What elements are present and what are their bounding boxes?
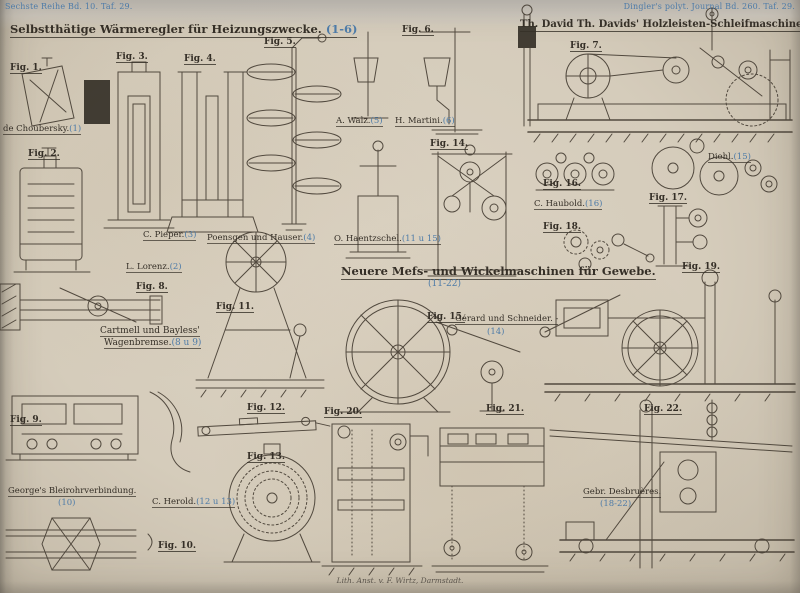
fig-16-label: Fig. 16. xyxy=(543,179,582,190)
caption-herold-text: C. Herold. xyxy=(152,497,197,507)
caption-pieper: C. Pieper.(3) xyxy=(143,230,197,241)
fig-1-label: Fig. 1. xyxy=(10,63,42,74)
caption-lorenz-ref: (2) xyxy=(169,262,182,272)
caption-haubold: C. Haubold.(16) xyxy=(534,199,603,210)
caption-martini-text: H. Martini. xyxy=(395,116,443,126)
title-waermeregler: Selbstthätige Wärmeregler für Heizungszw… xyxy=(10,22,358,38)
caption-gerard-ref: (14) xyxy=(487,327,505,337)
fig-10-drawing xyxy=(5,517,153,571)
fig-14-drawing xyxy=(423,144,521,277)
fig-3-drawing xyxy=(103,61,175,229)
title-waermeregler-text: Selbstthätige Wärmeregler für Heizungszw… xyxy=(10,22,322,36)
caption-desbrueres: Gebr. Desbruères. xyxy=(583,487,662,498)
fig-2-drawing xyxy=(13,147,91,273)
diehl-drawing xyxy=(651,138,778,196)
fig-1-drawing xyxy=(21,57,110,127)
caption-cartmell-line2: Wagenbremse.(8 u 9) xyxy=(104,338,202,349)
title-wickelmaschinen-ref: (11-22) xyxy=(428,279,461,289)
caption-diehl: Diehl.(15) xyxy=(708,152,751,163)
fig-18-label: Fig. 18. xyxy=(543,222,582,233)
header-left: Sechste Reihe Bd. 10. Taf. 29. xyxy=(5,2,133,11)
caption-walz: A. Walz.(5) xyxy=(336,116,383,127)
haentzschel-drawing xyxy=(345,140,411,259)
fig-5-drawing xyxy=(246,33,342,231)
caption-cartmell-line1: Cartmell und Bayless' xyxy=(100,326,200,337)
caption-haentzschel: O. Haentzschel.(11 u 15) xyxy=(334,234,441,245)
caption-herold-ref: (12 u 13) xyxy=(196,497,236,507)
fig-22-drawing xyxy=(549,399,795,569)
title-wickelmaschinen: Neuere Mefs- und Wickelmaschinen für Gew… xyxy=(341,264,656,280)
fig-13-drawing xyxy=(223,443,321,563)
caption-haubold-ref: (16) xyxy=(584,199,603,209)
caption-walz-ref: (5) xyxy=(370,116,383,126)
caption-haentzschel-text: O. Haentzschel. xyxy=(334,234,402,244)
fig-18-drawing xyxy=(563,229,655,271)
fig-21-label: Fig. 21. xyxy=(486,404,525,415)
fig-8-label: Fig. 8. xyxy=(136,282,168,293)
caption-diehl-text: Diehl. xyxy=(708,152,734,162)
title-waermeregler-ref: (1-6) xyxy=(325,22,358,36)
fig-4-drawing xyxy=(166,71,259,233)
fig-6-label: Fig. 6. xyxy=(402,25,434,36)
title-wickelmaschinen-text: Neuere Mefs- und Wickelmaschinen für Gew… xyxy=(341,264,656,278)
caption-desbrueres-ref: (18-22) xyxy=(600,499,632,509)
caption-pieper-ref: (3) xyxy=(184,230,197,240)
caption-cartmell-line2-text: Wagenbremse. xyxy=(104,338,172,348)
fig-7-drawing xyxy=(527,7,793,143)
fig-2-label: Fig. 2. xyxy=(28,149,60,160)
fig-11-label: Fig. 11. xyxy=(216,302,255,313)
title-schleifmaschine: Th. David Th. Davids' Holzleisten-Schlei… xyxy=(520,19,800,32)
fig-12-label: Fig. 12. xyxy=(247,403,286,414)
walz-drawing xyxy=(351,31,389,119)
fig-15-label: Fig. 15. xyxy=(427,312,466,323)
fig-7-label: Fig. 7. xyxy=(570,41,602,52)
title-schleifmaschine-text: Th. David Th. Davids' Holzleisten-Schlei… xyxy=(520,19,800,30)
caption-poensgen-text: Poensgen und Hauser. xyxy=(207,233,304,243)
fig-20-label: Fig. 20. xyxy=(324,407,363,418)
imprint: Lith. Anst. v. F. Wirtz, Darmstadt. xyxy=(336,576,464,585)
caption-cartmell-ref: (8 u 9) xyxy=(171,338,202,348)
caption-choubersky-ref: (1) xyxy=(69,124,82,134)
caption-lorenz: L. Lorenz.(2) xyxy=(126,262,182,273)
caption-george: George's Bleirohrverbindung. xyxy=(8,486,137,497)
fig-17-drawing xyxy=(655,205,708,267)
fig-21-drawing xyxy=(431,427,549,573)
caption-haentzschel-ref: (11 u 15) xyxy=(401,234,441,244)
fig-10-label: Fig. 10. xyxy=(158,541,197,552)
fig-16-drawing xyxy=(535,152,615,191)
fig-14-label: Fig. 14. xyxy=(430,139,469,150)
caption-martini-ref: (6) xyxy=(442,116,455,126)
fig-6-drawing xyxy=(419,4,536,135)
fig-5-label: Fig. 5. xyxy=(264,37,296,48)
fig-11-drawing xyxy=(195,231,325,398)
fig-19-label: Fig. 19. xyxy=(682,262,721,273)
fig-3-label: Fig. 3. xyxy=(116,52,148,63)
fig-8-drawing xyxy=(0,283,163,331)
fig-20-drawing xyxy=(321,423,429,576)
fig-19-drawing xyxy=(539,269,796,402)
caption-lorenz-text: L. Lorenz. xyxy=(126,262,170,272)
fig-12-drawing xyxy=(197,416,331,437)
fig-22-label: Fig. 22. xyxy=(644,404,683,415)
caption-gerard: Gérard und Schneider. - xyxy=(455,314,559,325)
caption-diehl-ref: (15) xyxy=(733,152,751,162)
fig-4-label: Fig. 4. xyxy=(184,54,216,65)
header-right: Dingler's polyt. Journal Bd. 260. Taf. 2… xyxy=(623,2,795,11)
caption-choubersky-text: de Choubersky. xyxy=(3,124,70,134)
caption-pieper-text: C. Pieper. xyxy=(143,230,185,240)
caption-haubold-text: C. Haubold. xyxy=(534,199,585,209)
caption-poensgen-ref: (4) xyxy=(303,233,316,243)
caption-martini: H. Martini.(6) xyxy=(395,116,455,127)
fig-17-label: Fig. 17. xyxy=(649,193,688,204)
fig-13-label: Fig. 13. xyxy=(247,452,286,463)
fig-9-label: Fig. 9. xyxy=(10,415,42,426)
caption-herold: C. Herold.(12 u 13) xyxy=(152,497,236,508)
caption-choubersky: de Choubersky.(1) xyxy=(3,124,82,135)
caption-poensgen: Poensgen und Hauser.(4) xyxy=(207,233,316,244)
fig-15-drawing xyxy=(339,299,521,413)
caption-george-ref: (10) xyxy=(58,498,76,508)
fig-9-drawing xyxy=(5,391,191,473)
caption-walz-text: A. Walz. xyxy=(336,116,371,126)
